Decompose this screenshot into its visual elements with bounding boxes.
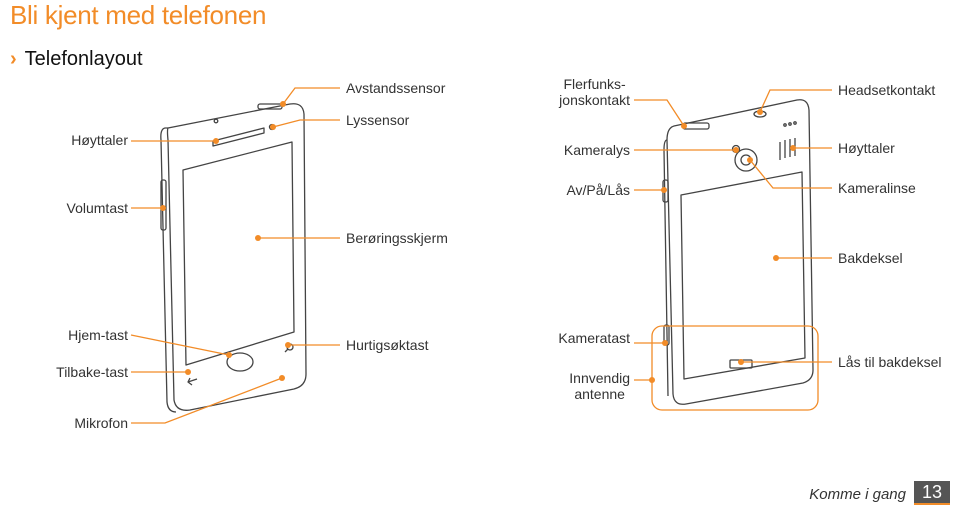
label-headset-jack: Headsetkontakt <box>838 82 936 98</box>
footer-chapter: Komme i gang <box>809 486 906 503</box>
label-light-sensor: Lyssensor <box>346 112 410 128</box>
label-camera-lens: Kameralinse <box>838 180 916 196</box>
label-home-key: Hjem-tast <box>68 327 128 343</box>
label-back-cover: Bakdeksel <box>838 250 903 266</box>
label-back-key: Tilbake-tast <box>56 364 128 380</box>
label-internal-antenna: Innvendig antenne <box>569 370 630 402</box>
page-footer: Komme i gang 13 <box>809 481 950 505</box>
label-power-key: Av/På/Lås <box>566 182 630 198</box>
label-proximity-sensor: Avstandssensor <box>346 80 446 96</box>
page-title: Bli kjent med telefonen <box>10 0 267 30</box>
chevron-right-icon: › <box>10 48 17 70</box>
label-multifunction-jack: Flerfunks- jonskontakt <box>559 76 630 108</box>
label-microphone: Mikrofon <box>74 415 128 431</box>
front-phone-drawing <box>160 103 307 413</box>
label-touchscreen: Berøringsskjerm <box>346 230 448 246</box>
label-back-cover-lock: Lås til bakdeksel <box>838 354 942 370</box>
section-title: Telefonlayout <box>24 48 143 70</box>
label-camera-flash: Kameralys <box>563 142 630 158</box>
section-heading: › Telefonlayout <box>10 48 143 71</box>
back-phone-drawing <box>662 99 814 405</box>
label-front-speaker: Høyttaler <box>71 132 128 148</box>
label-quick-search-key: Hurtigsøktast <box>346 337 429 353</box>
antenna-highlight-box <box>651 325 819 411</box>
label-back-speaker: Høyttaler <box>838 140 895 156</box>
leader-lines <box>130 87 832 424</box>
label-volume-key: Volumtast <box>66 200 128 216</box>
label-camera-key: Kameratast <box>558 330 630 346</box>
page-number: 13 <box>913 481 950 505</box>
leader-dots <box>160 101 796 383</box>
